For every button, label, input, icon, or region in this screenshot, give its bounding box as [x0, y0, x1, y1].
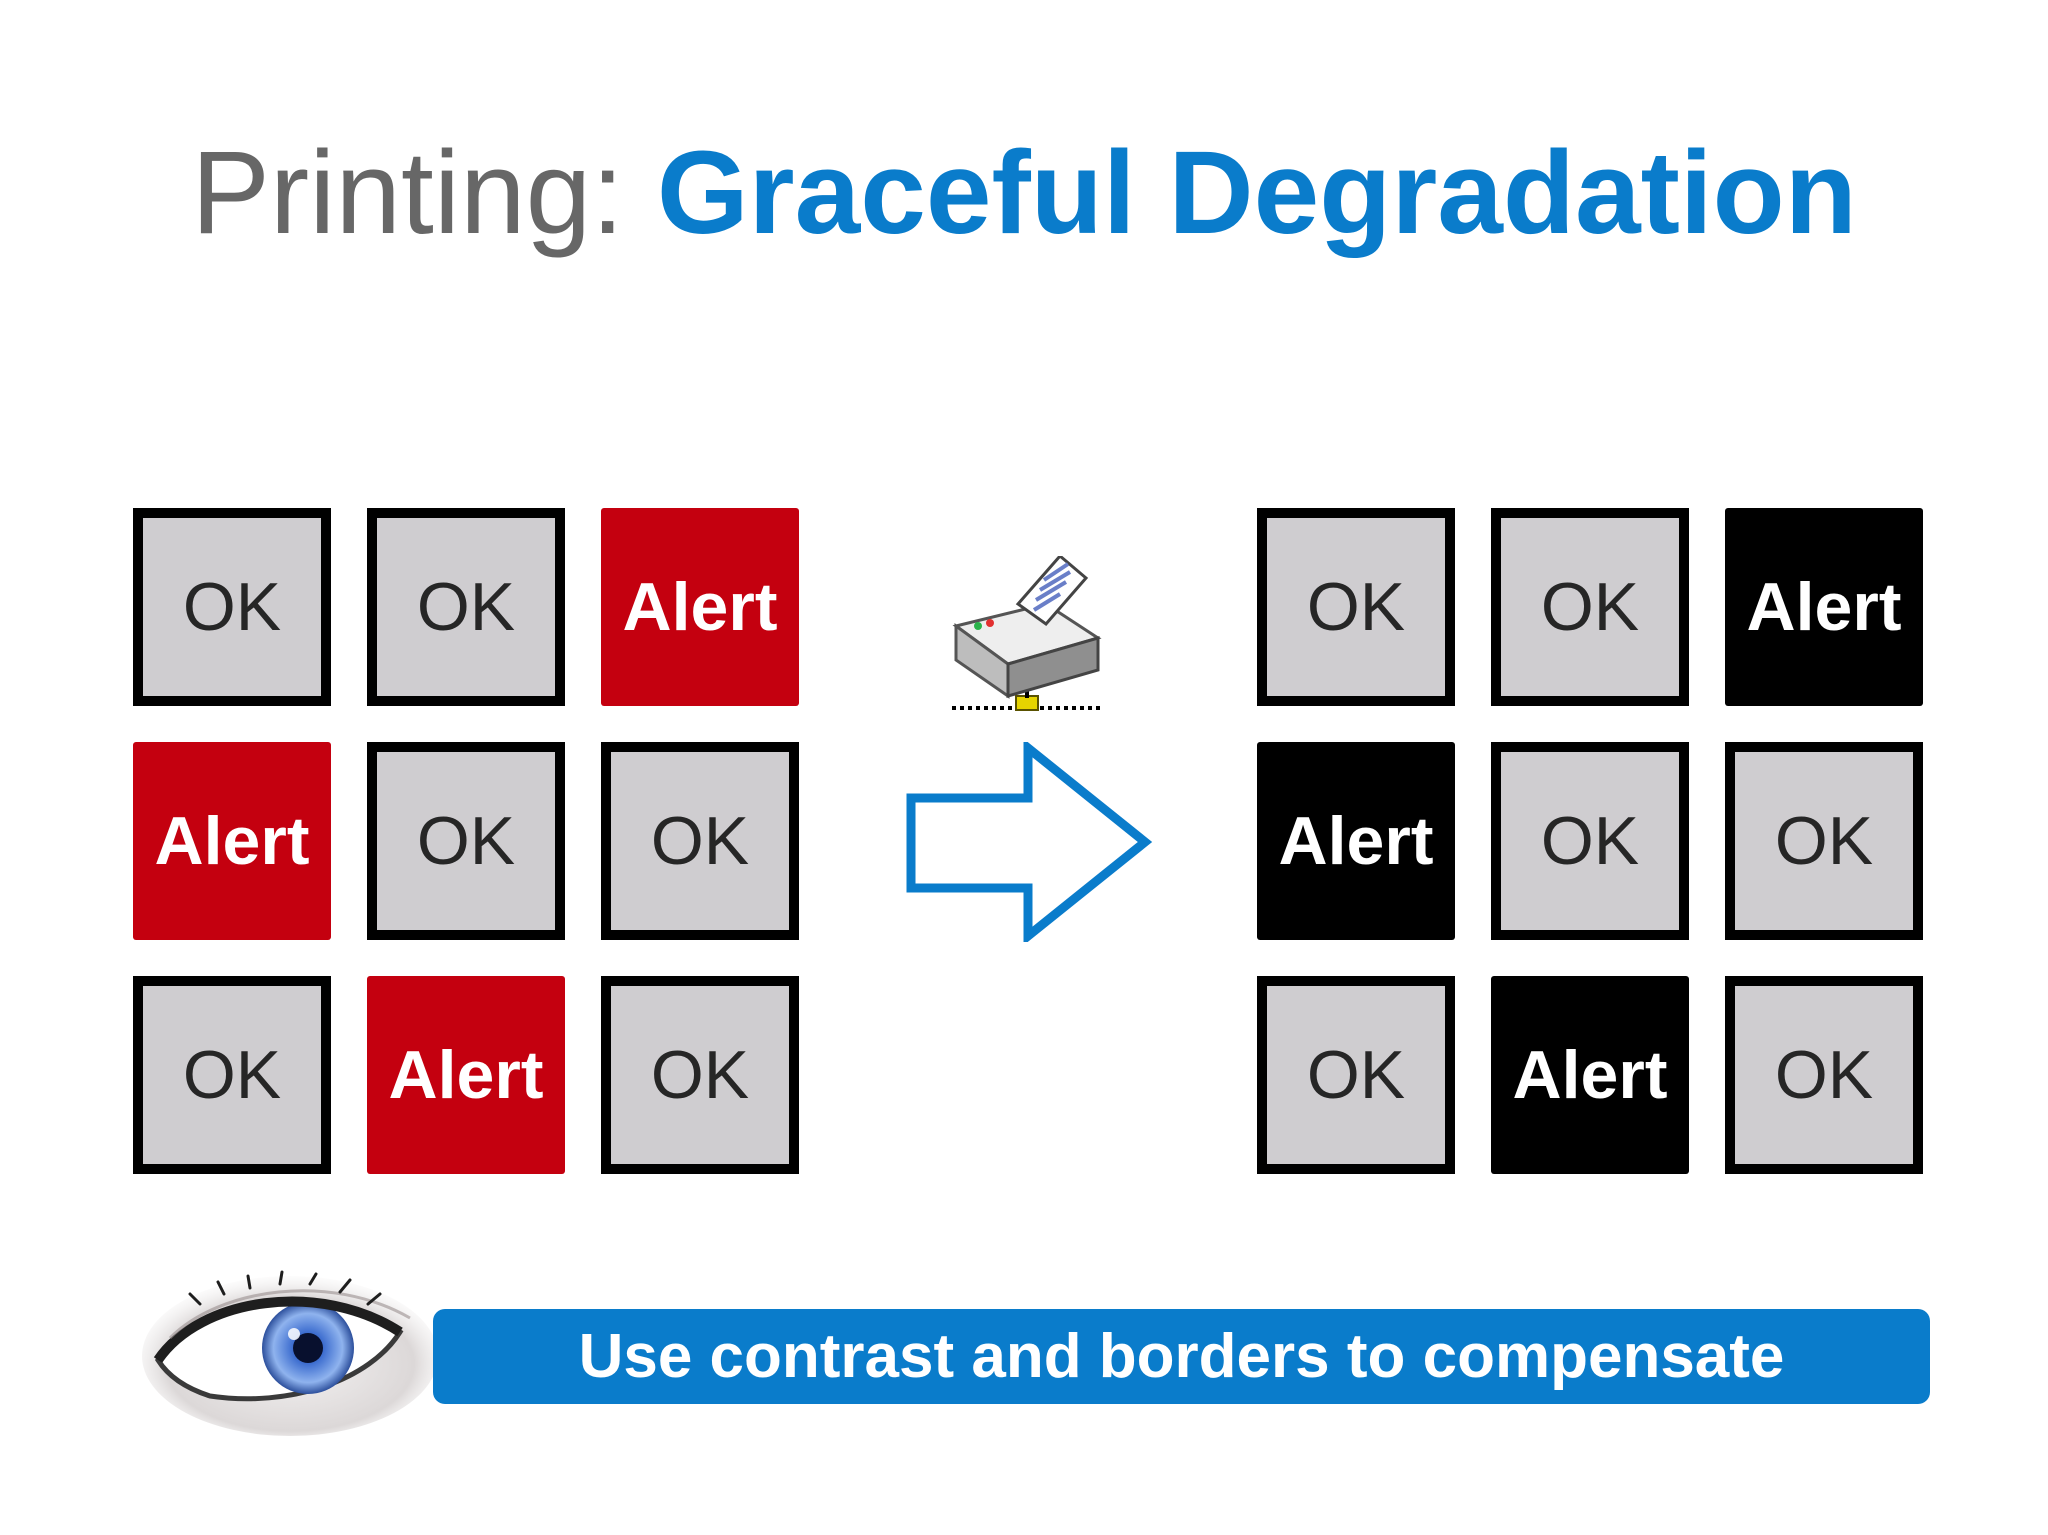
ok-tile: OK — [1491, 742, 1689, 940]
ok-tile: OK — [601, 976, 799, 1174]
ok-tile: OK — [367, 508, 565, 706]
ok-tile: OK — [1491, 508, 1689, 706]
arrow-right-icon — [906, 742, 1153, 942]
alert-tile: Alert — [133, 742, 331, 940]
ok-tile: OK — [601, 742, 799, 940]
printer-icon — [952, 556, 1104, 711]
ok-tile: OK — [133, 508, 331, 706]
alert-tile: Alert — [601, 508, 799, 706]
ok-tile: OK — [1257, 508, 1455, 706]
eye-icon — [142, 1270, 438, 1436]
alert-tile: Alert — [1725, 508, 1923, 706]
title-main: Graceful Degradation — [656, 127, 1857, 259]
tip-banner: Use contrast and borders to compensate — [433, 1309, 1930, 1404]
alert-tile: Alert — [367, 976, 565, 1174]
ok-tile: OK — [1725, 742, 1923, 940]
ok-tile: OK — [367, 742, 565, 940]
ok-tile: OK — [133, 976, 331, 1174]
ok-tile: OK — [1257, 976, 1455, 1174]
ok-tile: OK — [1725, 976, 1923, 1174]
slide-title: Printing: Graceful Degradation — [0, 128, 2048, 258]
alert-tile: Alert — [1491, 976, 1689, 1174]
title-prefix: Printing: — [191, 127, 625, 259]
alert-tile: Alert — [1257, 742, 1455, 940]
